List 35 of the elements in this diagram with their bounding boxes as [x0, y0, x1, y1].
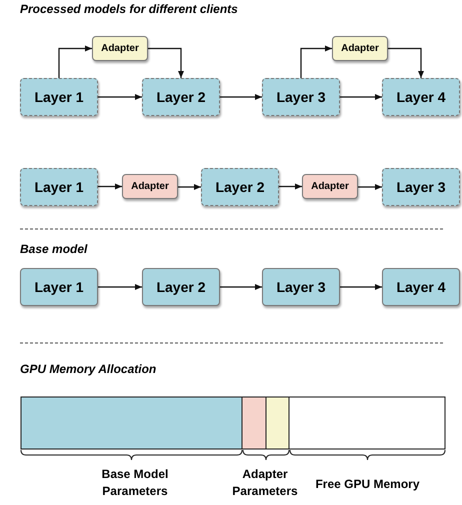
arrow — [300, 46, 332, 78]
adapter-box: Adapter — [302, 174, 358, 199]
section-heading: Processed models for different clients — [20, 2, 238, 16]
layer-box: Layer 3 — [382, 168, 460, 206]
layer-box: Layer 1 — [20, 78, 98, 116]
adapter-box: Adapter — [122, 174, 178, 199]
layer-box: Layer 1 — [20, 168, 98, 206]
section-heading: GPU Memory Allocation — [20, 362, 156, 376]
adapter-box: Adapter — [332, 36, 388, 61]
arrow — [220, 94, 262, 100]
arrow — [98, 94, 142, 100]
segment-label: Base Model Parameters — [100, 466, 170, 500]
arrow — [340, 94, 382, 100]
arrow — [98, 284, 142, 290]
layer-box: Layer 4 — [382, 78, 460, 116]
arrow — [279, 184, 302, 190]
arrow — [388, 48, 424, 78]
adapter-box: Adapter — [92, 36, 148, 61]
arrow — [148, 48, 184, 78]
arrow — [220, 284, 262, 290]
layer-box: Layer 1 — [20, 268, 98, 306]
section-heading: Base model — [20, 242, 88, 256]
layer-box: Layer 3 — [262, 268, 340, 306]
arrow — [58, 46, 92, 78]
arrow — [98, 184, 122, 190]
layer-box: Layer 2 — [142, 268, 220, 306]
segment-label: Free GPU Memory — [314, 476, 421, 493]
arrow — [358, 184, 382, 190]
arrow — [178, 184, 201, 190]
layer-box: Layer 2 — [201, 168, 279, 206]
layer-box: Layer 2 — [142, 78, 220, 116]
arrow — [340, 284, 382, 290]
layer-box: Layer 3 — [262, 78, 340, 116]
layer-box: Layer 4 — [382, 268, 460, 306]
segment-label: Adapter Parameters — [231, 466, 299, 500]
